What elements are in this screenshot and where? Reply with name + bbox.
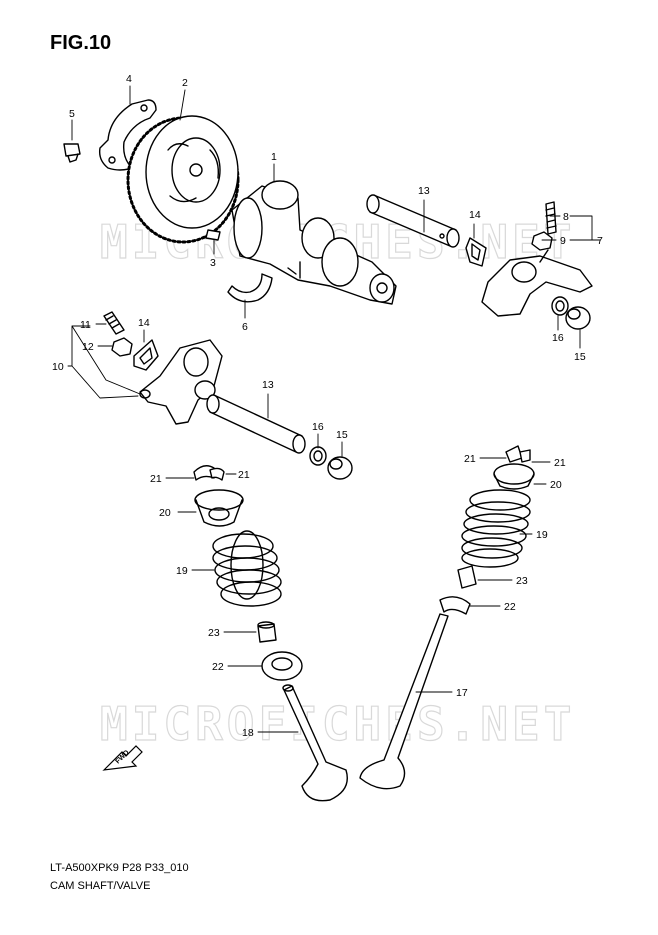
callout-23-left: 23 <box>208 627 220 639</box>
part-13-rocker-shaft-upper <box>366 194 460 248</box>
callout-14-upper: 14 <box>469 209 481 221</box>
callout-11: 11 <box>80 319 91 331</box>
part-20-retainer-right <box>493 463 535 490</box>
part-10-rocker-arm-lower <box>139 339 223 425</box>
part-23-seal-left <box>257 621 277 643</box>
callout-22-left: 22 <box>212 661 224 673</box>
part-16-washer-upper <box>551 296 569 316</box>
callout-20-left: 20 <box>159 507 171 519</box>
callout-21-right-a: 21 <box>464 453 476 465</box>
part-22-seat-left <box>261 651 303 681</box>
part-20-retainer-left <box>194 489 244 527</box>
callout-9: 9 <box>560 235 566 247</box>
part-11-adjust-screw <box>103 311 125 335</box>
callout-17: 17 <box>456 687 468 699</box>
callout-15-upper: 15 <box>574 351 586 363</box>
callout-16-lower: 16 <box>312 421 324 433</box>
part-7-rocker-arm-upper <box>481 249 593 317</box>
part-16-washer-lower <box>309 446 327 466</box>
part-18-valve-left <box>282 684 348 802</box>
callout-19-right: 19 <box>536 529 548 541</box>
callout-8: 8 <box>563 211 569 223</box>
callout-21-right-b: 21 <box>554 457 566 469</box>
part-3-pin <box>205 229 221 241</box>
callout-13-upper: 13 <box>418 185 430 197</box>
model-code: LT-A500XPK9 P28 P33_010 <box>50 862 189 874</box>
callout-23-right: 23 <box>516 575 528 587</box>
callout-5: 5 <box>69 108 75 120</box>
callout-1: 1 <box>271 151 277 163</box>
part-8-adjust-screw <box>545 201 557 235</box>
callout-22-right: 22 <box>504 601 516 613</box>
callout-10: 10 <box>52 361 64 373</box>
callout-18: 18 <box>242 727 254 739</box>
callout-19-left: 19 <box>176 565 188 577</box>
part-5-bolt <box>63 143 81 163</box>
callout-20-right: 20 <box>550 479 562 491</box>
figure-title: FIG.10 <box>50 32 112 54</box>
callout-21-left-a: 21 <box>150 473 162 485</box>
part-9-nut <box>531 231 553 251</box>
part-15-plug-lower <box>327 456 353 480</box>
part-6-cam-shaft-seal <box>227 273 273 303</box>
callout-7: 7 <box>597 235 603 247</box>
part-4-plate <box>98 99 157 171</box>
leader-lines <box>67 85 601 733</box>
part-22-seat-right <box>439 596 471 615</box>
part-14-spring-lower <box>133 339 159 371</box>
part-1-camshaft <box>231 180 397 305</box>
part-12-nut <box>111 337 133 357</box>
part-14-spring-upper <box>465 237 487 267</box>
callout-2: 2 <box>182 77 188 89</box>
callout-4: 4 <box>126 73 132 85</box>
part-21-cotters-left <box>193 465 225 481</box>
figure-caption: CAM SHAFT/VALVE <box>50 880 151 892</box>
part-17-valve-right <box>359 613 449 790</box>
part-13-rocker-shaft-lower <box>206 394 306 454</box>
callout-3: 3 <box>210 257 216 269</box>
callout-21-left-b: 21 <box>238 469 250 481</box>
part-19-spring-left <box>212 530 282 607</box>
callouts: 4 2 5 3 1 6 13 14 8 9 7 16 15 11 12 14 1… <box>52 73 603 739</box>
part-2-cam-sprocket <box>126 115 240 244</box>
callout-14-lower: 14 <box>138 317 150 329</box>
watermark-bottom: MICROFICHES.NET <box>100 697 575 751</box>
part-19-spring-right <box>461 489 531 568</box>
part-21-cotters-right <box>505 445 531 463</box>
callout-12: 12 <box>82 341 94 353</box>
part-15-plug-upper <box>565 306 591 330</box>
callout-16-upper: 16 <box>552 332 564 344</box>
part-23-seal-right <box>457 565 477 589</box>
callout-15-lower: 15 <box>336 429 348 441</box>
callout-13-lower: 13 <box>262 379 274 391</box>
callout-6: 6 <box>242 321 248 333</box>
